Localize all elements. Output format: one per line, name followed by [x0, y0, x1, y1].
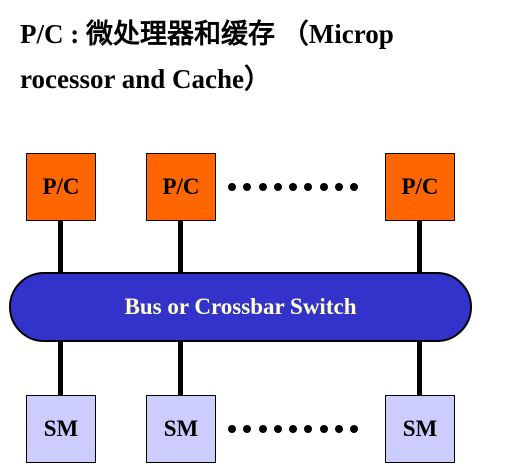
- dot: [258, 425, 267, 433]
- dot: [350, 425, 358, 433]
- dot: [243, 183, 252, 191]
- dot: [319, 183, 328, 191]
- memory-box: SM: [385, 395, 455, 463]
- title-line-1: P/C : 微处理器和缓存 （Microp: [20, 19, 394, 49]
- memory-box: SM: [146, 395, 216, 463]
- memory-box: SM: [26, 395, 96, 463]
- dot: [228, 425, 236, 433]
- processor-box: P/C: [385, 153, 455, 221]
- dot: [228, 183, 236, 191]
- ellipsis-top: [228, 177, 358, 197]
- connector-pc3-bus: [417, 221, 422, 272]
- ellipsis-bottom: [228, 419, 358, 439]
- connector-bus-sm2: [178, 342, 183, 395]
- processor-box: P/C: [146, 153, 216, 221]
- dot: [289, 183, 297, 191]
- dot: [319, 425, 328, 433]
- dot: [334, 183, 343, 191]
- connector-bus-sm1: [58, 342, 63, 395]
- dot: [304, 425, 313, 433]
- processor-box: P/C: [26, 153, 96, 221]
- dot: [273, 183, 282, 191]
- dot: [334, 425, 343, 433]
- connector-pc2-bus: [178, 221, 183, 272]
- connector-pc1-bus: [58, 221, 63, 272]
- dot: [304, 183, 313, 191]
- dot: [289, 425, 297, 433]
- dot: [258, 183, 267, 191]
- dot: [243, 425, 252, 433]
- page-title: P/C : 微处理器和缓存 （Microp rocessor and Cache…: [20, 12, 520, 102]
- bus-label: Bus or Crossbar Switch: [124, 294, 357, 319]
- title-line-2: rocessor and Cache）: [20, 64, 271, 94]
- dot: [350, 183, 358, 191]
- bus-crossbar-switch: Bus or Crossbar Switch: [9, 272, 472, 342]
- dot: [273, 425, 282, 433]
- connector-bus-sm3: [417, 342, 422, 395]
